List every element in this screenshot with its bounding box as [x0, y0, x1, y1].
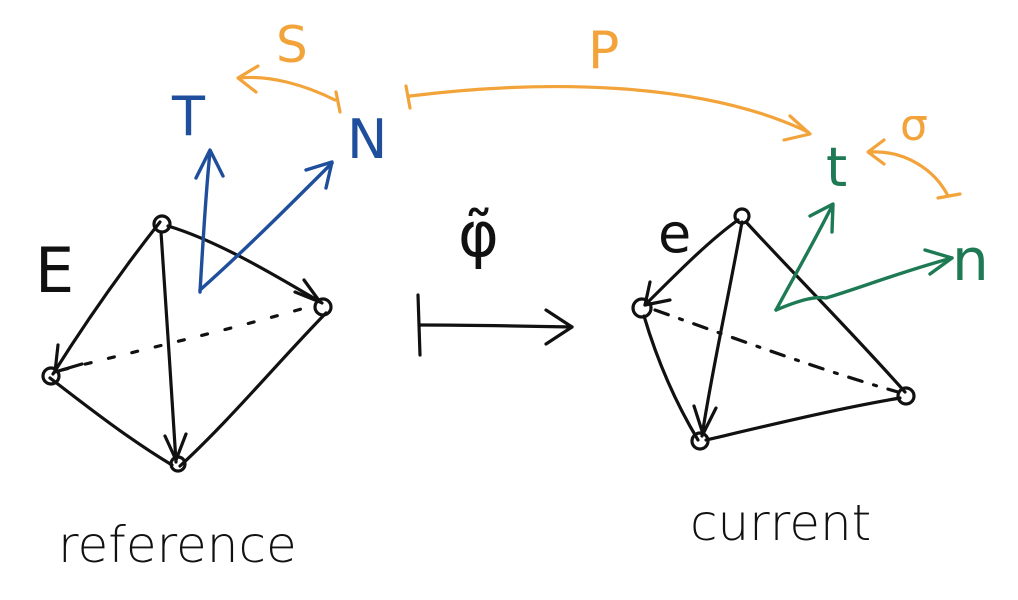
current-tetrahedron [631, 207, 916, 451]
mapping-arrowhead [544, 308, 574, 346]
S-map-label: S [276, 16, 308, 74]
cur-vertex-top [733, 207, 751, 225]
cur-vertex-right [896, 386, 916, 406]
ref-tangent-arrowhead [194, 148, 225, 180]
P-map-arc [408, 85, 810, 134]
P-map-label: P [588, 21, 619, 81]
mapping-arrow [416, 293, 574, 357]
ref-normal-arrowhead [304, 160, 334, 190]
cur-tangent-vector [774, 204, 834, 312]
cur-edge-hidden [653, 308, 900, 394]
reference-element-label: E [35, 234, 74, 307]
current-element-label: e [658, 202, 691, 265]
ref-arrowhead-right [293, 278, 322, 304]
reference-tetrahedron [41, 214, 333, 473]
ref-arrowhead-bottom [163, 432, 188, 462]
ref-edge-top-right [166, 224, 324, 305]
cur-edge-bottom-right [704, 396, 902, 442]
sigma-map-arrowhead [866, 138, 886, 166]
ref-vertex-right [313, 297, 333, 317]
ref-edge-hidden [60, 303, 317, 372]
cur-tangent-arrowhead [808, 202, 835, 234]
ref-tangent-label: T [171, 85, 206, 148]
ref-vertex-top [152, 214, 172, 234]
mapping-label: φ̃ [458, 198, 499, 271]
ref-edge-right-bottom [178, 311, 328, 468]
S-map-arrowhead [236, 64, 260, 94]
S-map-arc [238, 75, 337, 102]
P-map-bar [404, 84, 412, 110]
cur-normal-label: n [952, 226, 989, 294]
ref-normal-label: N [347, 108, 387, 171]
ref-edge-top-left [51, 220, 162, 376]
ref-tangent-vector [198, 150, 212, 294]
orange-maps [236, 64, 962, 200]
reference-frame [194, 148, 334, 294]
current-frame [774, 202, 954, 312]
cur-edge-left-bottom [642, 314, 700, 442]
P-map-arrowhead [782, 114, 812, 142]
cur-vertex-bottom [690, 431, 710, 451]
current-caption: current [690, 494, 871, 552]
ref-vertex-left [41, 366, 61, 386]
cur-arrowhead-left [643, 280, 672, 307]
ref-edge-left-bottom [48, 376, 174, 467]
cur-edge-top-left [643, 218, 740, 307]
ref-arrowhead-left [53, 343, 84, 374]
sigma-map-arc [868, 150, 950, 198]
cur-normal-arrowhead [923, 248, 954, 276]
ref-normal-vector [198, 161, 334, 292]
sigma-map-label: σ [900, 100, 928, 151]
sigma-map-bar [936, 192, 962, 200]
cur-vertex-left [631, 297, 653, 319]
cur-tangent-label: t [826, 136, 847, 199]
S-map-bar [334, 90, 342, 114]
mapping-shaft [418, 323, 574, 329]
cur-edge-top-right [744, 220, 907, 394]
ref-vertex-bottom [169, 455, 187, 473]
cur-normal-vector [774, 256, 954, 312]
reference-caption: reference [58, 516, 297, 574]
ref-edge-top-bottom [159, 230, 178, 464]
